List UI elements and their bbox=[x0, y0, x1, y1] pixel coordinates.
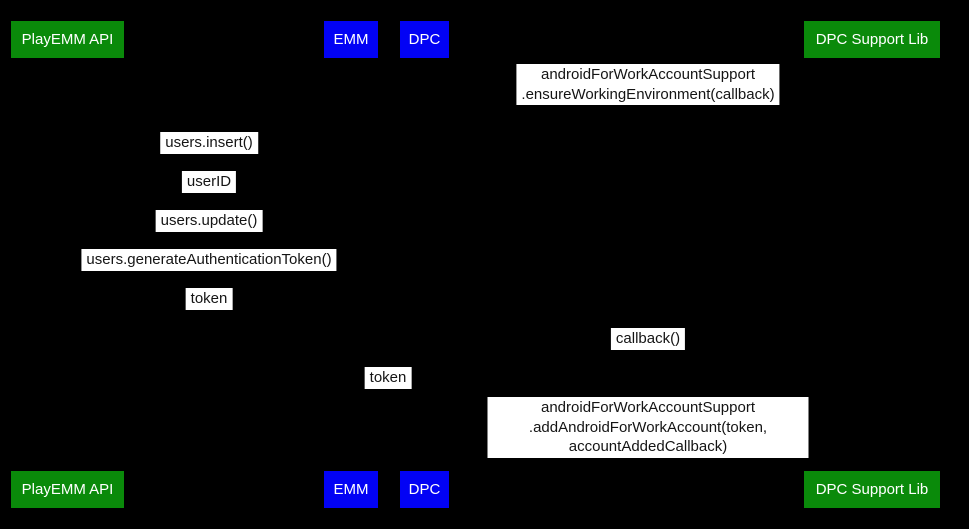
message-generate-authentication-token: users.generateAuthenticationToken() bbox=[81, 249, 337, 271]
actor-dpc-support-lib-top: DPC Support Lib bbox=[804, 21, 940, 58]
message-token-to-dpc: token bbox=[364, 367, 412, 389]
message-userid: userID bbox=[181, 171, 237, 193]
actor-playemm-api-bottom: PlayEMM API bbox=[11, 471, 124, 508]
actor-dpc-bottom: DPC bbox=[400, 471, 449, 508]
actor-playemm-api-top: PlayEMM API bbox=[11, 21, 124, 58]
actor-dpc-top: DPC bbox=[400, 21, 449, 58]
message-ensure-working-environment: androidForWorkAccountSupport .ensureWork… bbox=[516, 64, 780, 105]
lifeline-dpc-support-lib bbox=[871, 58, 872, 471]
message-callback: callback() bbox=[610, 328, 686, 350]
actor-emm-top: EMM bbox=[324, 21, 378, 58]
message-users-update: users.update() bbox=[155, 210, 263, 232]
actor-emm-bottom: EMM bbox=[324, 471, 378, 508]
message-token-return: token bbox=[185, 288, 233, 310]
lifeline-emm bbox=[351, 58, 352, 471]
lifeline-playemm-api bbox=[67, 58, 68, 471]
actor-dpc-support-lib-bottom: DPC Support Lib bbox=[804, 471, 940, 508]
message-users-insert: users.insert() bbox=[160, 132, 258, 154]
lifeline-dpc bbox=[424, 58, 425, 471]
message-add-android-for-work-account: androidForWorkAccountSupport .addAndroid… bbox=[487, 397, 809, 458]
